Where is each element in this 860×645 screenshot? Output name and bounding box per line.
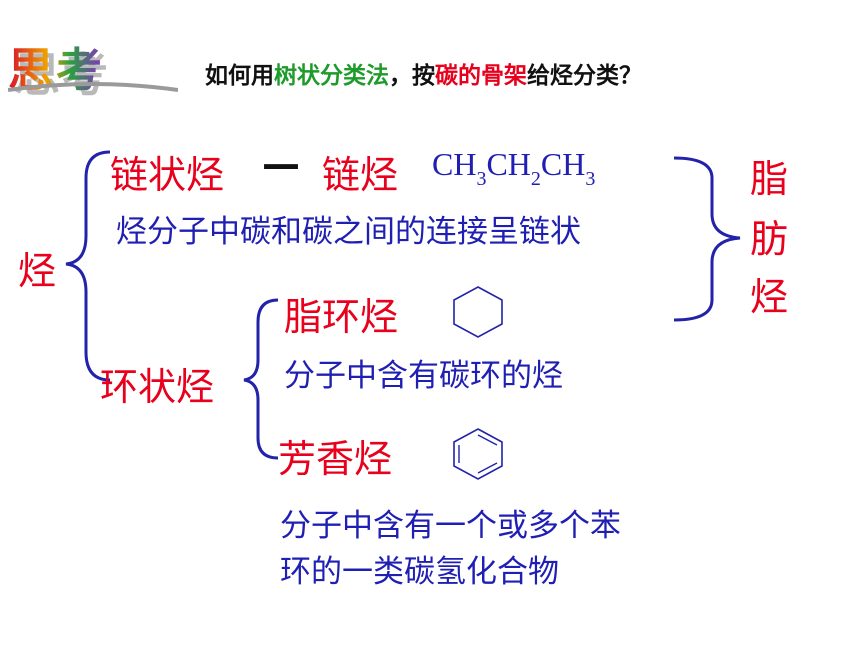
dash-connector: —	[262, 142, 300, 186]
cyclohexane-icon	[453, 286, 503, 338]
aromatic-description-line-2: 环的一类碳氢化合物	[280, 554, 559, 590]
formula-part: CH	[540, 146, 586, 182]
ring-brace	[243, 298, 279, 460]
root-label: 烃	[18, 249, 57, 293]
alicyclic-label: 脂环烃	[284, 295, 399, 339]
formula-part: CH	[486, 146, 531, 182]
propane-formula: CH3CH2CH3	[432, 146, 595, 191]
formula-subscript: 3	[476, 168, 487, 190]
question-part: 碳的骨架	[435, 63, 527, 89]
formula-subscript: 3	[585, 168, 596, 190]
ring-hydrocarbon-label: 环状烃	[100, 365, 215, 409]
aromatic-description-line-1: 分子中含有一个或多个苯	[280, 508, 621, 544]
question-title: 如何用树状分类法，按碳的骨架给烃分类？	[205, 56, 642, 90]
benzene-icon	[453, 428, 503, 480]
aliphatic-brace	[673, 156, 741, 322]
alkane-label: 链烃	[322, 153, 399, 197]
chain-hydrocarbon-label: 链状烃	[110, 153, 225, 197]
formula-part: CH	[432, 146, 477, 182]
logo-swoosh-icon	[8, 82, 178, 92]
chain-description: 烃分子中碳和碳之间的连接呈链状	[116, 214, 581, 250]
root-brace	[65, 150, 111, 382]
question-part: 树状分类法	[274, 63, 389, 89]
question-part: ，按	[389, 63, 435, 89]
aromatic-label: 芳香烃	[278, 437, 393, 481]
question-part: 如何用	[205, 63, 274, 89]
aliphatic-char-3: 烃	[750, 275, 789, 319]
logo-shadow: 思考	[14, 39, 110, 105]
question-part: 给烃分类？	[527, 63, 642, 89]
aliphatic-char-2: 肪	[750, 217, 789, 261]
alicyclic-description: 分子中含有碳环的烃	[284, 358, 563, 394]
formula-subscript: 2	[530, 168, 541, 190]
thinking-logo: 思考 思考	[8, 32, 178, 102]
aliphatic-char-1: 脂	[750, 157, 789, 201]
